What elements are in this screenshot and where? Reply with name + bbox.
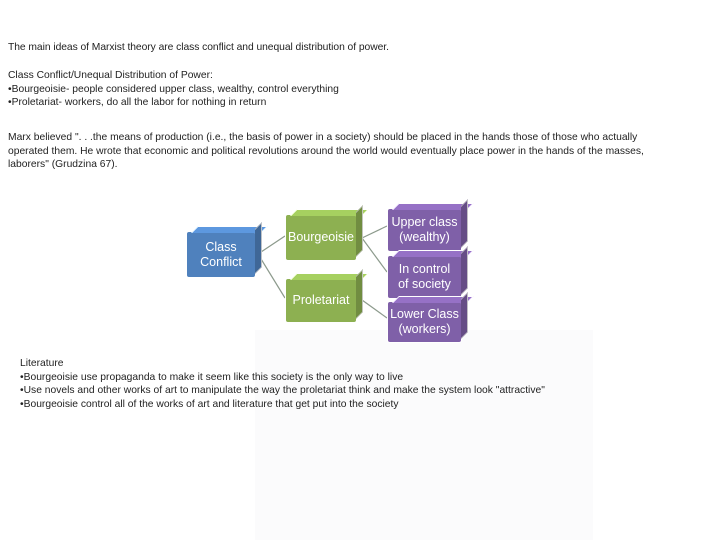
node-label: Bourgeoisie	[287, 230, 354, 244]
bullet-bourgeoisie: •Bourgeoisie- people considered upper cl…	[8, 83, 339, 95]
node-label: of society	[398, 277, 451, 291]
node-bourgeoisie: Bourgeoisie	[286, 215, 356, 260]
literature-heading: Literature	[20, 358, 64, 369]
node-label: Conflict	[200, 254, 242, 269]
literature-bullet: •Use novels and other works of art to ma…	[20, 385, 545, 396]
node-upper-class: Upper class (wealthy)	[388, 209, 461, 251]
node-proletariat: Proletariat	[286, 279, 356, 322]
node-label: (wealthy)	[399, 230, 450, 244]
quote-line: Marx believed ". . .the means of product…	[8, 132, 638, 143]
node-in-control: In control of society	[388, 256, 461, 298]
node-label: Upper class	[391, 215, 458, 229]
literature-section: Literature •Bourgeoisie use propaganda t…	[20, 357, 720, 411]
node-class-conflict: Class Conflict	[187, 232, 255, 277]
bullet-proletariat: •Proletariat- workers, do all the labor …	[8, 97, 267, 108]
node-label: Proletariat	[292, 293, 350, 307]
background-panel	[255, 330, 593, 540]
quote-line: laborers" (Grudzina 67).	[8, 159, 118, 170]
node-label: Lower Class	[390, 307, 459, 321]
section-heading: Class Conflict/Unequal Distribution of P…	[8, 70, 213, 81]
intro-text: The main ideas of Marxist theory are cla…	[8, 42, 389, 53]
node-label: (workers)	[398, 322, 451, 336]
class-conflict-section: Class Conflict/Unequal Distribution of P…	[8, 69, 708, 110]
literature-bullet: •Bourgeoisie use propaganda to make it s…	[20, 371, 404, 383]
literature-bullet: •Bourgeoisie control all of the works of…	[20, 398, 399, 410]
node-label: Class	[205, 239, 237, 254]
marx-quote: Marx believed ". . .the means of product…	[8, 131, 708, 172]
quote-line: operated them. He wrote that economic an…	[8, 145, 644, 157]
node-lower-class: Lower Class (workers)	[388, 302, 461, 342]
node-label: In control	[398, 262, 451, 276]
